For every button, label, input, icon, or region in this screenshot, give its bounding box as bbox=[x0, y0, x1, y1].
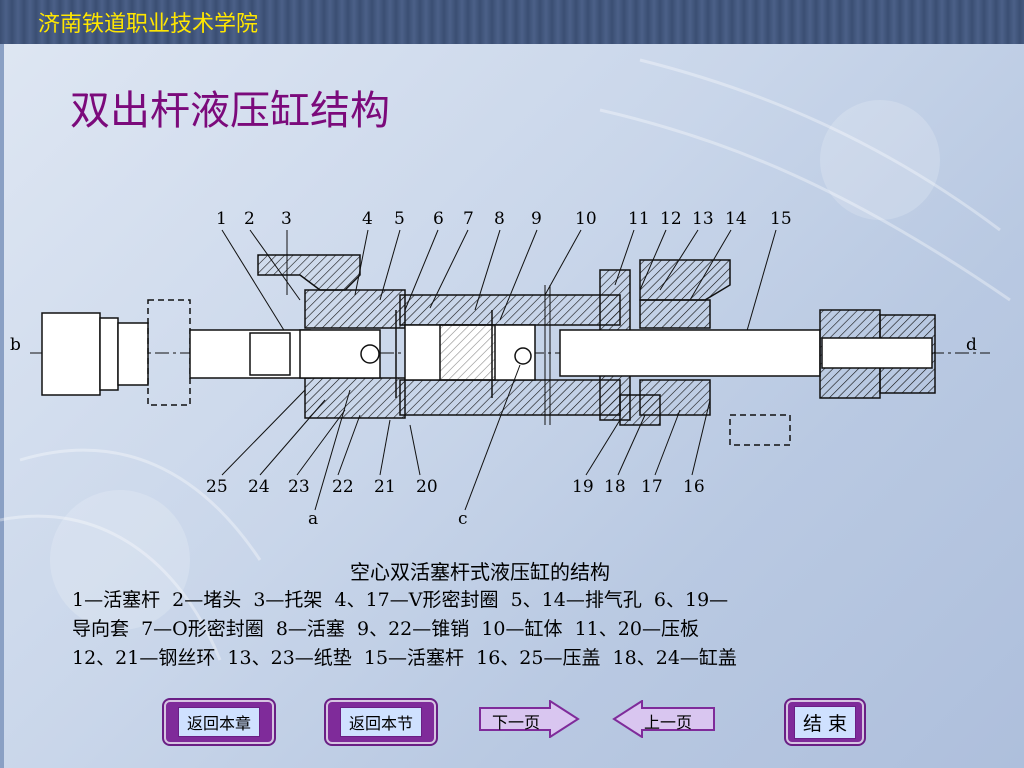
label-18: 18 bbox=[604, 477, 626, 497]
right-arrow-icon bbox=[479, 699, 580, 739]
label-6: 6 bbox=[433, 209, 444, 229]
prev-page-label: 上一页 bbox=[644, 713, 693, 732]
back-chapter-label: 返回本章 bbox=[177, 707, 260, 737]
label-d: d bbox=[966, 335, 977, 355]
label-21: 21 bbox=[374, 477, 396, 497]
label-11: 11 bbox=[628, 209, 650, 229]
back-chapter-button[interactable]: 返回本章 bbox=[164, 700, 274, 744]
prev-page-button[interactable]: 上一页 bbox=[612, 699, 716, 739]
top-labels: 1 2 3 4 5 6 7 8 9 10 11 12 13 14 15 bbox=[216, 209, 792, 229]
label-2: 2 bbox=[244, 209, 255, 229]
next-page-button[interactable]: 下一页 bbox=[478, 699, 580, 739]
label-3: 3 bbox=[281, 209, 292, 229]
label-a: a bbox=[308, 509, 318, 529]
legend-line: 12、21—钢丝环 13、23—纸垫 15—活塞杆 16、25—压盖 18、24… bbox=[72, 647, 737, 669]
next-page-label: 下一页 bbox=[492, 713, 541, 732]
label-12: 12 bbox=[660, 209, 682, 229]
label-1: 1 bbox=[216, 209, 227, 229]
label-24: 24 bbox=[248, 477, 270, 497]
end-button[interactable]: 结 束 bbox=[786, 700, 864, 744]
school-name: 济南铁道职业技术学院 bbox=[38, 12, 259, 37]
end-label: 结 束 bbox=[793, 705, 857, 739]
left-band bbox=[0, 44, 4, 768]
label-4: 4 bbox=[362, 209, 373, 229]
back-section-label: 返回本节 bbox=[339, 707, 422, 737]
figure-caption: 空心双活塞杆式液压缸的结构 bbox=[350, 560, 610, 584]
label-5: 5 bbox=[394, 209, 405, 229]
label-9: 9 bbox=[531, 209, 542, 229]
label-b: b bbox=[10, 335, 21, 355]
label-25: 25 bbox=[206, 477, 228, 497]
legend-line: 导向套 7—O形密封圈 8—活塞 9、22—锥销 10—缸体 11、20—压板 bbox=[72, 618, 699, 640]
label-10: 10 bbox=[575, 209, 597, 229]
header-bar bbox=[0, 0, 1024, 44]
label-22: 22 bbox=[332, 477, 354, 497]
label-19: 19 bbox=[572, 477, 594, 497]
label-15: 15 bbox=[770, 209, 792, 229]
label-c: c bbox=[458, 509, 468, 529]
legend-line: 1—活塞杆 2—堵头 3—托架 4、17—V形密封圈 5、14—排气孔 6、19… bbox=[72, 589, 729, 611]
left-arrow-icon bbox=[612, 699, 715, 739]
bottom-labels: 25 24 23 22 21 20 19 18 17 16 a c bbox=[206, 477, 705, 529]
page-title: 双出杆液压缸结构 bbox=[70, 88, 390, 134]
back-section-button[interactable]: 返回本节 bbox=[326, 700, 436, 744]
label-13: 13 bbox=[692, 209, 714, 229]
label-8: 8 bbox=[494, 209, 505, 229]
label-20: 20 bbox=[416, 477, 438, 497]
label-17: 17 bbox=[641, 477, 663, 497]
cylinder-diagram: 1 2 3 4 5 6 7 8 9 10 11 12 13 14 15 bbox=[10, 209, 990, 529]
label-16: 16 bbox=[683, 477, 705, 497]
label-7: 7 bbox=[463, 209, 474, 229]
parts-legend: 1—活塞杆 2—堵头 3—托架 4、17—V形密封圈 5、14—排气孔 6、19… bbox=[72, 586, 972, 673]
label-23: 23 bbox=[288, 477, 310, 497]
label-14: 14 bbox=[725, 209, 747, 229]
